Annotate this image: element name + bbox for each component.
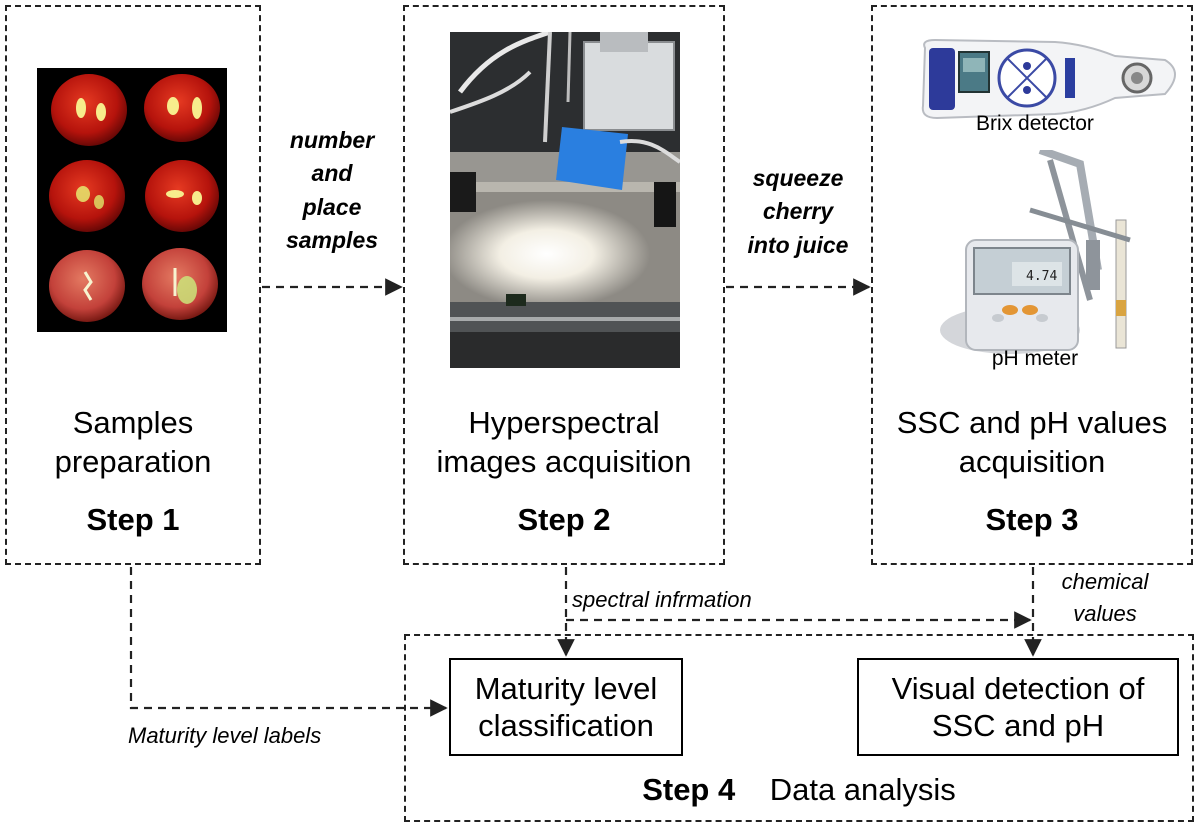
arrow-label-maturity-labels: Maturity level labels	[128, 723, 322, 748]
arrow-label-spectral: spectral infrmation	[572, 587, 752, 612]
arrow-labels-to-classification	[129, 567, 448, 717]
tomato-samples-image	[37, 68, 227, 332]
ph-meter-caption: pH meter	[991, 347, 1079, 370]
visual-detection-text: Visual detection of SSC and pH	[891, 670, 1145, 743]
visual-detection-box: Visual detection of SSC and pH	[857, 658, 1179, 756]
step4-footer: Step 4 Data analysis	[404, 772, 1194, 808]
step4-data-analysis: Data analysis	[769, 772, 956, 807]
step3-title: SSC and pH values acquisition	[896, 405, 1168, 479]
maturity-classification-box: Maturity level classification	[449, 658, 683, 756]
arrow-label-chemical: chemical values	[1061, 569, 1149, 626]
step3-box	[871, 5, 1193, 565]
maturity-classification-text: Maturity level classification	[474, 670, 658, 743]
arrow-label-number-place: number and place samples	[285, 127, 379, 254]
tomato-2	[144, 74, 220, 142]
ph-display-value: 4.74	[1026, 269, 1057, 284]
step1-title: Samples preparation	[54, 405, 212, 479]
step2-box	[403, 5, 725, 565]
step4-label: Step 4	[642, 772, 736, 807]
hyperspectral-camera-image	[450, 32, 680, 368]
brix-detector-caption: Brix detector	[976, 112, 1094, 135]
arrow-label-squeeze: squeeze cherry into juice	[747, 165, 849, 258]
brix-detector-image	[921, 38, 1176, 120]
tomato-1	[51, 74, 127, 146]
step1-label: Step 1	[86, 502, 180, 537]
ph-meter-image: 4.74	[940, 150, 1131, 354]
step1-box	[5, 5, 261, 565]
step2-title: Hyperspectral images acquisition	[436, 405, 692, 479]
step3-label: Step 3	[985, 502, 1079, 537]
camera-body	[583, 41, 675, 131]
step2-label: Step 2	[517, 502, 611, 537]
step4-spacer	[744, 772, 761, 807]
step4-box	[404, 634, 1194, 822]
blue-filter	[556, 127, 628, 190]
